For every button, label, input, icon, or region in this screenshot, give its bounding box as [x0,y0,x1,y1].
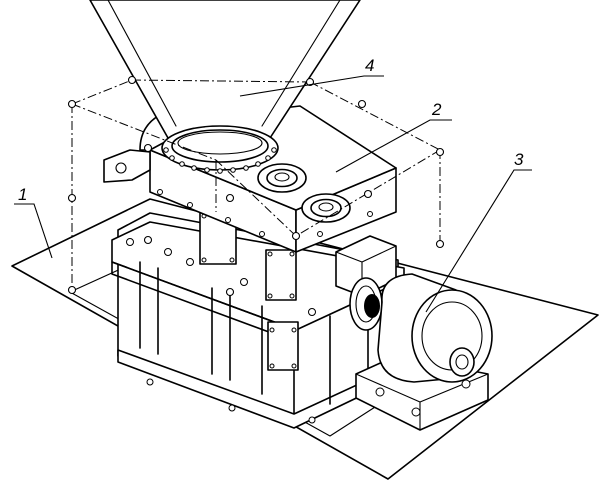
envelope-outline [71,79,441,290]
shaft-coupling [335,235,397,331]
envelope-nodes [67,75,445,297]
callout-1-label: 1 [18,185,27,204]
callout-3: 3 [425,150,532,313]
callout-2: 2 [335,100,452,173]
inlet-chute [89,0,361,174]
cover-flange-rear [257,163,307,193]
lifting-lug [103,149,151,183]
callout-4: 4 [239,56,384,97]
callout-4-label: 4 [365,56,374,75]
electric-motor [355,273,493,431]
callout-3-label: 3 [514,150,524,169]
callout-2-label: 2 [431,100,442,119]
motor-shaft-end [449,347,475,377]
chute-flange-bolts [163,147,277,174]
cover-flange-front [301,193,351,223]
upper-inspection-cover-right [265,249,297,301]
callout-1: 1 [14,185,53,259]
